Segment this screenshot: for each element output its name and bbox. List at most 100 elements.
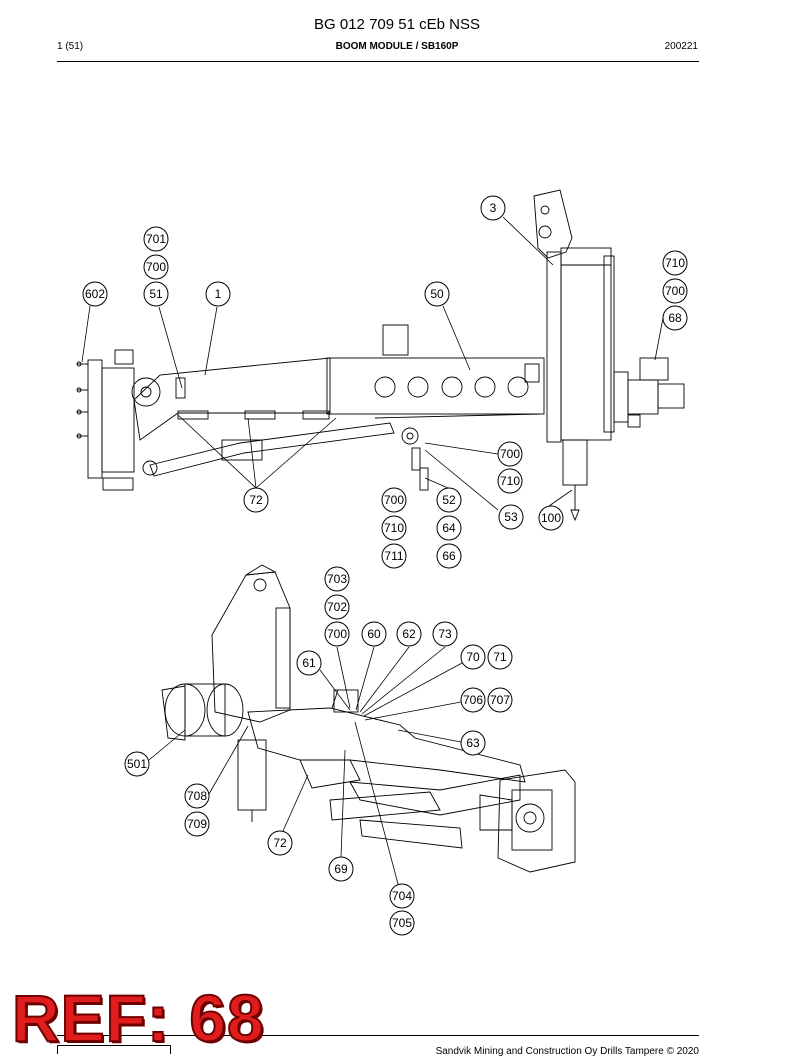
boom-isometric-view <box>161 564 576 873</box>
callout-number: 1 <box>215 287 222 301</box>
callout-balloon: 710 <box>662 250 688 276</box>
callout-circle <box>205 281 231 307</box>
callout-number: 708 <box>187 789 207 803</box>
callout-balloon: 701 <box>143 226 169 252</box>
callout-circle <box>460 730 486 756</box>
callout-balloon: 72 <box>243 487 269 513</box>
callout-number: 63 <box>466 736 480 750</box>
callout-balloon: 72 <box>267 830 293 856</box>
callout-number: 70 <box>466 650 480 664</box>
callout-circle <box>82 281 108 307</box>
callout-balloon: 711 <box>381 543 407 569</box>
callout-number: 68 <box>668 311 682 325</box>
callout-number: 501 <box>127 757 147 771</box>
callout-number: 52 <box>442 493 456 507</box>
callout-number: 700 <box>500 447 520 461</box>
leader-lines <box>81 216 664 885</box>
callout-circle <box>436 515 462 541</box>
callout-circle <box>184 783 210 809</box>
callout-balloon: 501 <box>124 751 150 777</box>
callout-balloon: 71 <box>487 644 513 670</box>
callout-number: 61 <box>302 656 316 670</box>
callout-balloon: 73 <box>432 621 458 647</box>
callout-circle <box>498 504 524 530</box>
callout-balloon: 702 <box>324 594 350 620</box>
callout-circle <box>389 910 415 936</box>
callout-circle <box>662 305 688 331</box>
callout-circle <box>424 281 450 307</box>
callout-circle <box>124 751 150 777</box>
callout-number: 703 <box>327 572 347 586</box>
callout-number: 60 <box>367 627 381 641</box>
callout-circle <box>381 487 407 513</box>
callout-balloon: 703 <box>324 566 350 592</box>
callout-balloon: 50 <box>424 281 450 307</box>
callout-number: 710 <box>384 521 404 535</box>
callout-circle <box>480 195 506 221</box>
callout-balloon: 700 <box>497 441 523 467</box>
callout-number: 100 <box>541 511 561 525</box>
callout-balloon: 700 <box>143 254 169 280</box>
callout-balloon: 700 <box>324 621 350 647</box>
callout-number: 64 <box>442 521 456 535</box>
callout-number: 700 <box>665 284 685 298</box>
callout-circle <box>324 566 350 592</box>
callout-circle <box>381 543 407 569</box>
callout-circle <box>143 281 169 307</box>
boom-side-view <box>76 189 685 522</box>
callout-number: 73 <box>438 627 452 641</box>
callout-circle <box>460 644 486 670</box>
footer-divider <box>57 1035 699 1036</box>
callout-balloon: 66 <box>436 543 462 569</box>
callout-balloon: 700 <box>662 278 688 304</box>
callout-circle <box>143 226 169 252</box>
callout-balloon: 70 <box>460 644 486 670</box>
callout-balloon: 52 <box>436 487 462 513</box>
callout-balloon: 100 <box>538 505 564 531</box>
callout-number: 709 <box>187 817 207 831</box>
callout-balloon: 602 <box>82 281 108 307</box>
callout-balloon: 708 <box>184 783 210 809</box>
callout-circle <box>432 621 458 647</box>
callout-number: 706 <box>463 693 483 707</box>
callout-balloon: 68 <box>662 305 688 331</box>
callout-number: 66 <box>442 549 456 563</box>
callout-circle <box>487 644 513 670</box>
callout-balloon: 706 <box>460 687 486 713</box>
callout-balloon: 60 <box>361 621 387 647</box>
callout-circle <box>324 594 350 620</box>
callout-circle <box>296 650 322 676</box>
callout-number: 700 <box>146 260 166 274</box>
callout-number: 72 <box>273 836 287 850</box>
callout-circle <box>267 830 293 856</box>
callout-circle <box>662 278 688 304</box>
callout-number: 707 <box>490 693 510 707</box>
callout-number: 53 <box>504 510 518 524</box>
callout-number: 602 <box>85 287 105 301</box>
callout-balloon: 69 <box>328 856 354 882</box>
callout-circle <box>436 487 462 513</box>
callout-number: 62 <box>402 627 416 641</box>
callout-balloon: 700 <box>381 487 407 513</box>
callout-number: 710 <box>500 474 520 488</box>
callout-number: 700 <box>327 627 347 641</box>
callout-balloon: 3 <box>480 195 506 221</box>
callout-balloon: 62 <box>396 621 422 647</box>
callout-balloon: 61 <box>296 650 322 676</box>
callout-balloon: 63 <box>460 730 486 756</box>
company-logo <box>57 1045 171 1054</box>
callout-circle <box>324 621 350 647</box>
callout-balloon: 707 <box>487 687 513 713</box>
footer-copyright: Sandvik Mining and Construction Oy Drill… <box>435 1046 699 1057</box>
document-title: BG 012 709 51 cEb NSS <box>314 16 480 33</box>
callout-balloon: 710 <box>381 515 407 541</box>
ref-label: REF: 68 <box>11 980 265 1056</box>
callout-circle <box>436 543 462 569</box>
callout-balloon: 64 <box>436 515 462 541</box>
callout-circle <box>143 254 169 280</box>
callout-balloon: 704 <box>389 883 415 909</box>
callout-number: 71 <box>493 650 507 664</box>
callout-circle <box>361 621 387 647</box>
